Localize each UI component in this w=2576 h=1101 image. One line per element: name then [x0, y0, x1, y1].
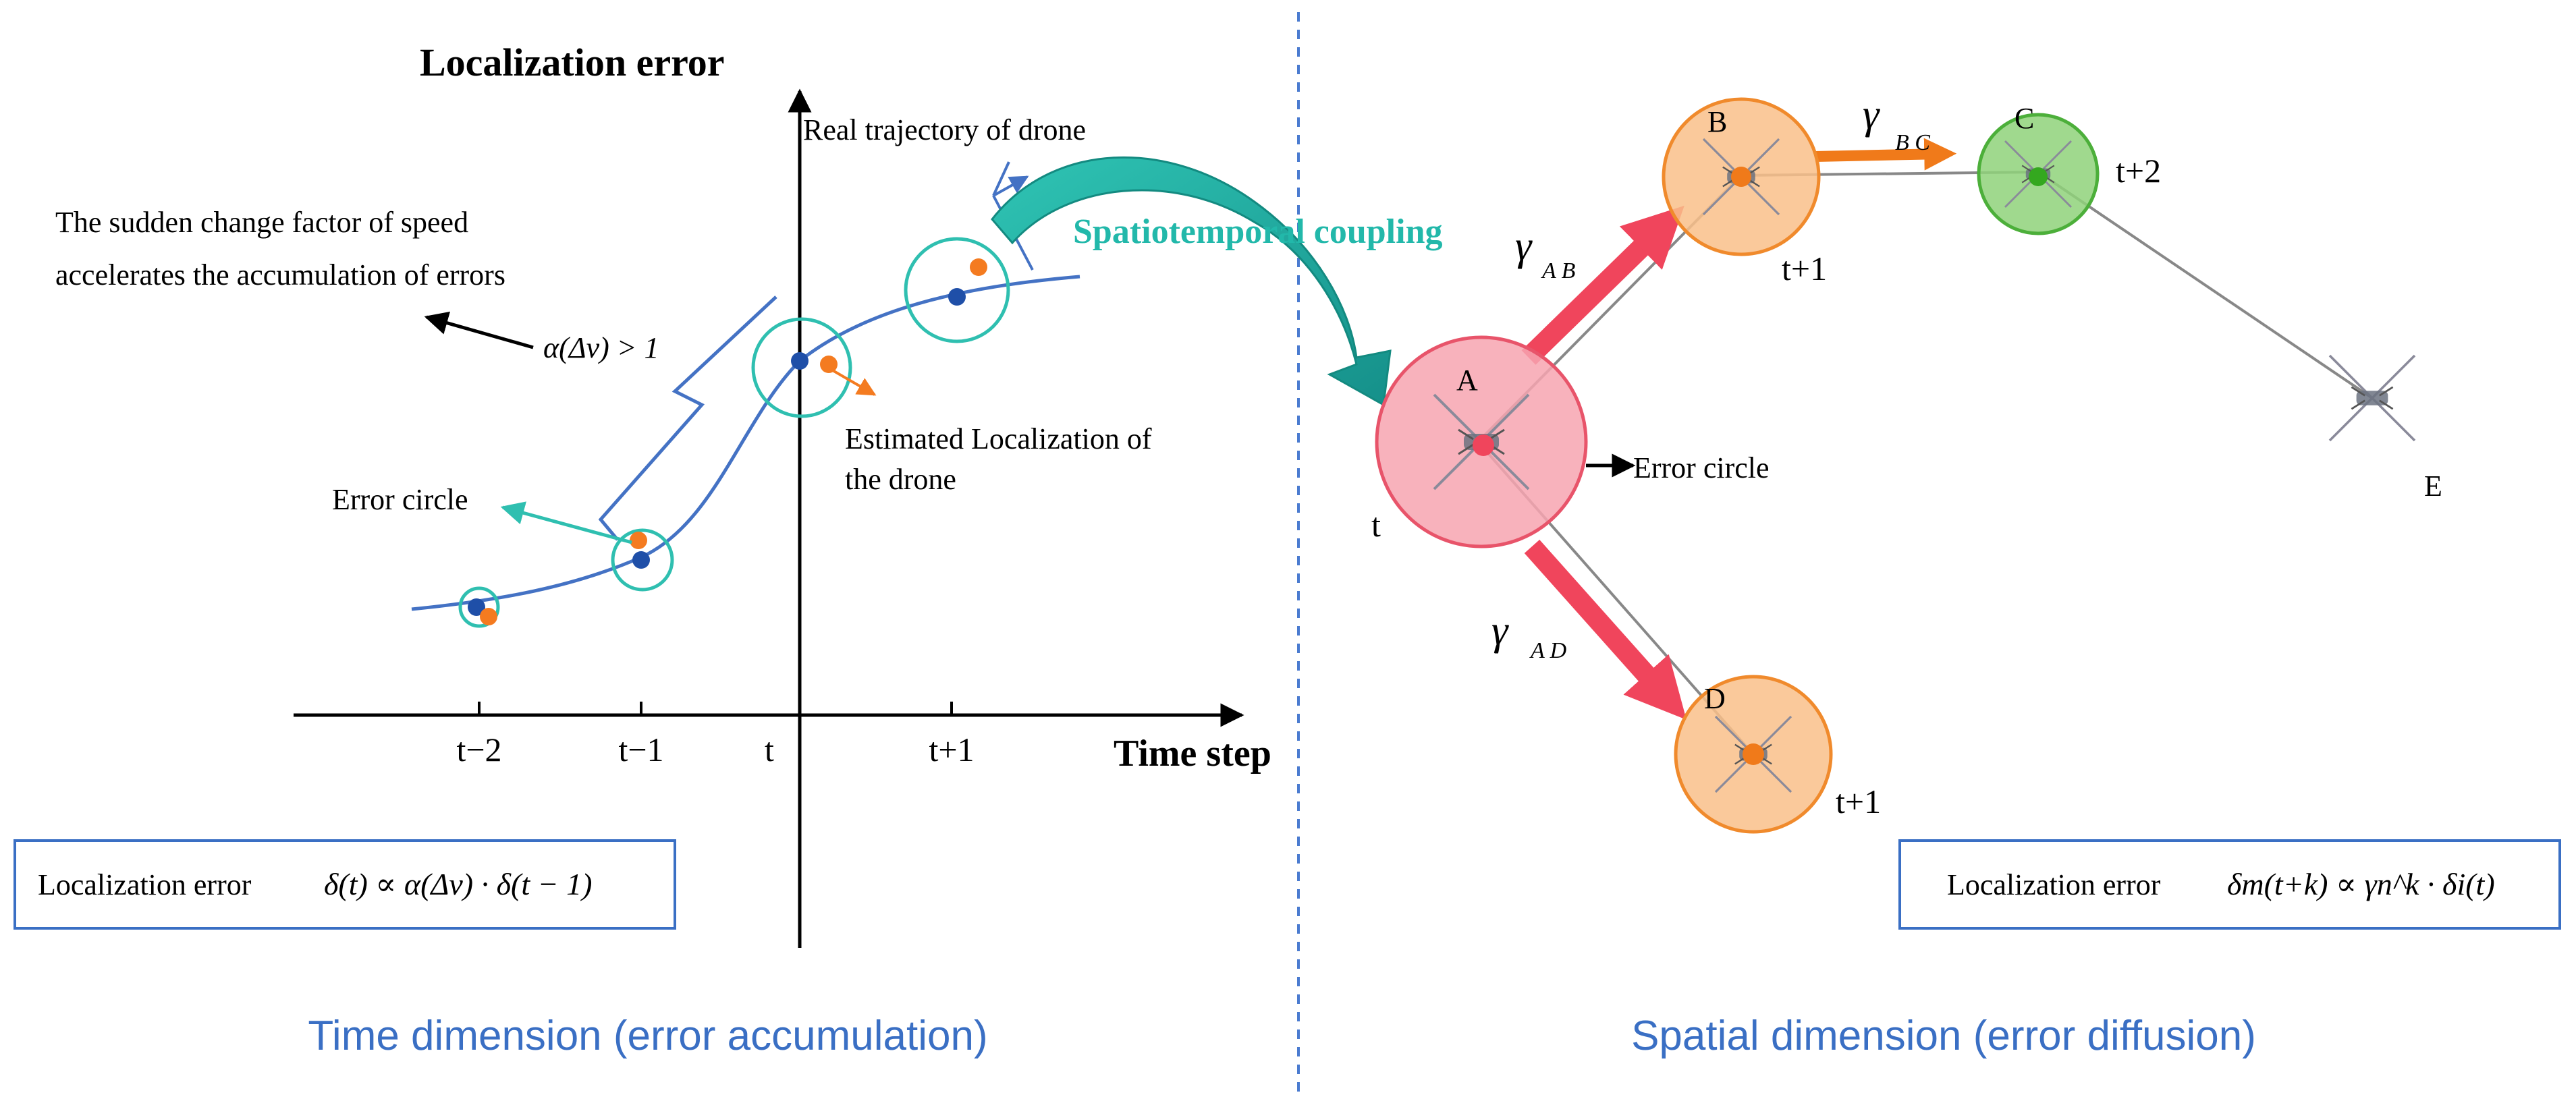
node-time: t+2 — [2116, 152, 2161, 190]
real-trajectory-label: Real trajectory of drone — [803, 113, 1086, 146]
tick-label: t — [765, 731, 774, 768]
error-circle-label: Error circle — [332, 483, 468, 516]
coupling-arrow: Spatiotemporal coupling — [991, 156, 1443, 407]
node-label: B — [1707, 105, 1727, 138]
tick-label: t+1 — [929, 731, 974, 768]
node-time: t+1 — [1782, 250, 1827, 287]
formula-box-right — [1898, 839, 2561, 930]
x-ticks: t−2 t−1 t t+1 — [456, 702, 975, 768]
edge-arrow-bc — [1815, 138, 1957, 171]
trajectory-curve — [411, 275, 1080, 611]
right-panel: A t B t+1 C t+2 D t+1 — [1371, 92, 2561, 1059]
link — [2037, 171, 2374, 399]
node-time: t+1 — [1836, 783, 1881, 820]
edge-sub: B C — [1895, 130, 1930, 155]
node-center — [1743, 743, 1764, 765]
real-point — [632, 551, 650, 569]
alpha-condition: α(Δv) > 1 — [543, 331, 659, 364]
node-c: C t+2 — [1977, 102, 2161, 235]
node-a: A t — [1371, 335, 1588, 548]
x-axis-label: Time step — [1114, 733, 1271, 774]
caption-left: Time dimension (error accumulation) — [308, 1013, 987, 1059]
node-time: t — [1371, 506, 1381, 544]
edge-gamma: γ — [1863, 92, 1880, 138]
sudden-change-line1: The sudden change factor of speed — [55, 206, 468, 239]
caption-right: Spatial dimension (error diffusion) — [1631, 1013, 2256, 1059]
y-axis-label: Localization error — [420, 40, 725, 84]
edge-sub: A B — [1541, 258, 1576, 283]
estimated-point — [630, 532, 647, 549]
coupling-label: Spatiotemporal coupling — [1073, 213, 1443, 251]
real-point — [791, 352, 809, 370]
estimated-point — [480, 608, 497, 625]
estimated-point — [820, 356, 838, 373]
real-point — [948, 288, 966, 306]
node-label: A — [1456, 364, 1478, 397]
edge-label-ad: γ A D — [1491, 608, 1567, 663]
estimated-label-line1: Estimated Localization of — [845, 422, 1152, 455]
formula-expression-right: δm(t+k) ∝ γn^k · δi(t) — [2227, 867, 2495, 901]
sudden-change-arrow — [424, 311, 534, 349]
node-b: B t+1 — [1662, 97, 1827, 287]
accumulation-bracket — [598, 295, 777, 541]
edge-label-ab: γ A B — [1515, 223, 1576, 283]
formula-box-left — [13, 839, 676, 930]
error-circle-label-right: Error circle — [1633, 451, 1770, 484]
node-label: D — [1704, 682, 1726, 715]
error-circle — [611, 528, 674, 592]
coupling-arrow-body — [991, 156, 1392, 407]
error-circle — [904, 237, 1010, 343]
edge-gamma: γ — [1515, 223, 1533, 269]
edge-arrow-ad — [1524, 540, 1687, 720]
sudden-change-line2: accelerates the accumulation of errors — [55, 258, 505, 291]
error-circle — [751, 317, 852, 418]
error-circle — [458, 586, 500, 628]
error-circle-arrow — [500, 501, 632, 544]
node-center — [1731, 167, 1751, 187]
formula-prefix-right: Localization error — [1947, 868, 2161, 901]
edge-arrow-ab — [1521, 205, 1684, 365]
estimated-point — [970, 258, 987, 276]
formula-expression-left: δ(t) ∝ α(Δv) · δ(t − 1) — [324, 867, 592, 901]
edge-sub: A D — [1529, 638, 1567, 663]
estimated-label-line2: the drone — [845, 463, 956, 496]
edge-label-bc: γ B C — [1863, 92, 1930, 155]
node-d: D t+1 — [1674, 675, 1881, 834]
node-label: E — [2424, 470, 2442, 503]
real-point — [468, 598, 485, 616]
node-center — [1473, 434, 1494, 456]
estimate-arrow — [830, 368, 877, 396]
tick-label: t−1 — [618, 731, 663, 768]
left-panel: Localization error Time step t−2 t−1 t t… — [13, 40, 1271, 1059]
node-label: C — [2015, 102, 2034, 135]
node-center — [2029, 167, 2048, 186]
formula-prefix-left: Localization error — [38, 868, 252, 901]
edge-gamma: γ — [1491, 608, 1509, 654]
tick-label: t−2 — [456, 731, 501, 768]
real-trajectory-pointer — [992, 161, 1010, 196]
node-e: E — [2328, 354, 2442, 503]
real-trajectory-pointer — [993, 175, 1029, 197]
